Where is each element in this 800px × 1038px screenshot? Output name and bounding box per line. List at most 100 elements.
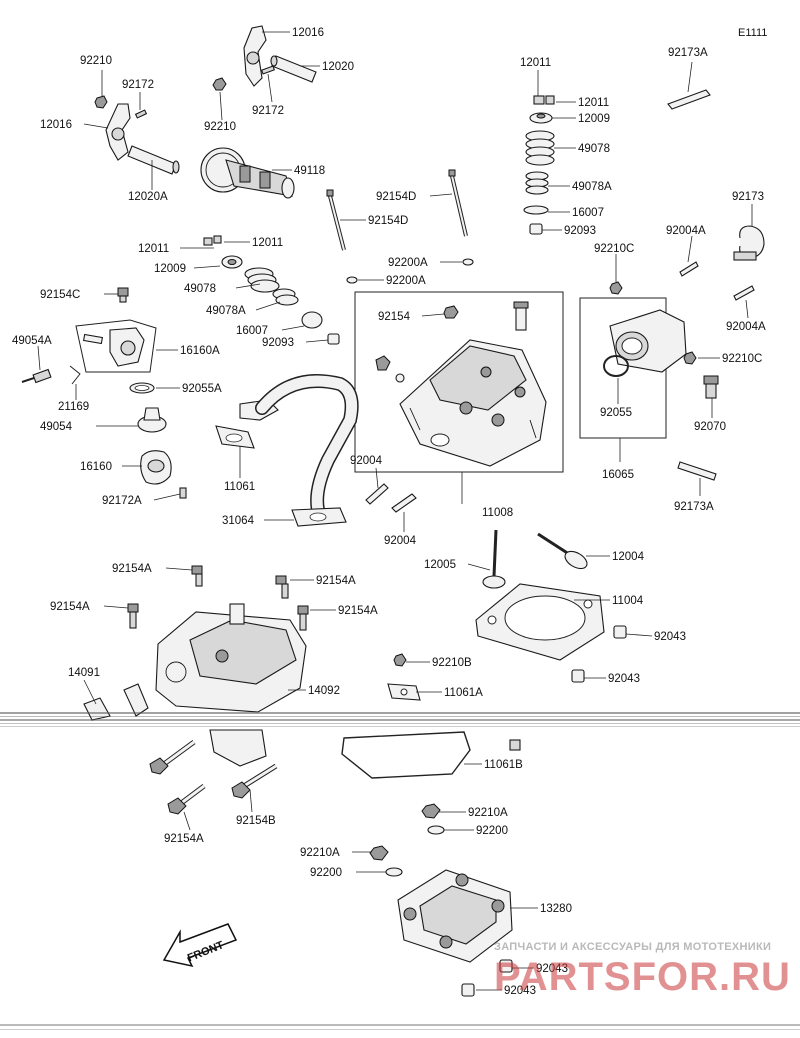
bolt-92154-box: [443, 305, 459, 319]
leader-lines: [37, 31, 753, 991]
label-92210-left: 92210: [80, 55, 112, 67]
label-11004: 11004: [612, 595, 644, 607]
watermark: ЗАПЧАСТИ И АКСЕССУАРЫ ДЛЯ МОТОТЕХНИКИ PA…: [494, 941, 791, 999]
scan-noise-bottom: [0, 1024, 800, 1030]
label-14092: 14092: [308, 685, 340, 697]
sensor-92070: [703, 375, 719, 399]
nut-92210-cam: [212, 77, 227, 91]
label-12011-top: 12011: [520, 57, 551, 69]
label-92043-b: 92043: [608, 673, 640, 685]
valve-spring-49078: [525, 130, 555, 166]
nut-92210C-b: [683, 351, 697, 365]
clip-21169: [69, 365, 81, 385]
label-16007-r: 16007: [572, 207, 604, 219]
nut-92210-left: [94, 95, 108, 109]
label-92210C-b: 92210C: [722, 353, 762, 365]
bolt-92154A-1: [191, 565, 203, 587]
valve-cotter-12011: [533, 95, 555, 105]
pin-92004A-a: [679, 261, 699, 277]
label-92200A-b: 92200A: [386, 275, 426, 287]
diagram-code: E1111: [738, 27, 767, 39]
label-49054: 49054: [40, 421, 73, 433]
label-12011-l2: 12011: [252, 237, 283, 249]
valve-spring-49078-left: [244, 267, 280, 293]
label-92043-d: 92043: [504, 985, 536, 997]
pin-92004A-b: [733, 285, 755, 301]
watermark-caption: ЗАПЧАСТИ И АКСЕССУАРЫ ДЛЯ МОТОТЕХНИКИ: [494, 941, 771, 953]
label-21169: 21169: [58, 401, 89, 413]
pin-92172A: [179, 487, 187, 499]
label-92154A-5: 92154A: [164, 833, 204, 845]
label-12020: 12020: [322, 61, 354, 73]
label-92200-a: 92200: [476, 825, 508, 837]
label-92055: 92055: [600, 407, 632, 419]
hose-clamp-92173: [733, 225, 765, 261]
label-16007-l: 16007: [236, 325, 268, 337]
spring-seat-16007: [523, 205, 549, 215]
label-92093-r: 92093: [564, 225, 596, 237]
label-92043-c: 92043: [536, 963, 568, 975]
rocker-holder-13280: [397, 869, 513, 963]
gasket-11061A: [387, 683, 421, 701]
label-92210B: 92210B: [432, 657, 472, 669]
washer-92200-b: [385, 867, 403, 877]
label-31064: 31064: [222, 515, 255, 527]
label-11061: 11061: [224, 481, 255, 493]
label-11061A: 11061A: [444, 687, 483, 699]
label-92154B: 92154B: [236, 815, 276, 827]
label-92210-cam: 92210: [204, 121, 236, 133]
label-16160: 16160: [80, 461, 112, 473]
valve-spring-49078A-left: [272, 288, 299, 306]
bolt-92154B-b: [231, 763, 278, 799]
gasket-11061B: [341, 731, 521, 779]
label-49078-l: 49078: [184, 283, 216, 295]
nut-92210B: [393, 653, 407, 667]
label-92200-b: 92200: [310, 867, 342, 879]
intake-pipe-31064: [239, 374, 359, 527]
head-cover-14092: [155, 603, 307, 713]
dowel-92043-a: [613, 625, 627, 639]
gasket-11061: [215, 425, 255, 449]
bolt-92154A-4: [297, 605, 309, 631]
label-12005: 12005: [424, 559, 456, 571]
label-92154A-4: 92154A: [338, 605, 378, 617]
dowel-92043-b: [571, 669, 585, 683]
label-11008: 11008: [482, 507, 513, 519]
strip-92173A-b: [677, 461, 717, 481]
label-92173: 92173: [732, 191, 764, 203]
stud-bolt-92154D-b: [448, 169, 468, 237]
label-92154D-a: 92154D: [376, 191, 416, 203]
camshaft-sprocket: [200, 147, 295, 199]
label-49078-r: 49078: [578, 143, 610, 155]
label-92070: 92070: [694, 421, 726, 433]
label-92154D-b: 92154D: [368, 215, 408, 227]
watermark-logo: PARTSFOR.RU: [494, 955, 791, 999]
label-11061B: 11061B: [484, 759, 523, 771]
label-16160A: 16160A: [180, 345, 220, 357]
valve-guide-box: [513, 301, 529, 331]
label-92154A-1: 92154A: [112, 563, 152, 575]
rocker-shaft-top: [270, 55, 317, 83]
rocker-shaft-left: [127, 145, 180, 175]
label-92154A-2: 92154A: [316, 575, 356, 587]
label-14091: 14091: [68, 667, 100, 679]
o-ring-92055A: [129, 382, 155, 394]
dowel-92043-d: [461, 983, 475, 997]
side-cover-14091: [83, 683, 149, 721]
pin-92004-a: [365, 483, 389, 505]
label-16065: 16065: [602, 469, 634, 481]
bolt-92154A-2: [275, 575, 289, 599]
label-92172A: 92172A: [102, 495, 142, 507]
label-92004A-b: 92004A: [726, 321, 766, 333]
label-13280: 13280: [540, 903, 572, 915]
label-92154-box: 92154: [378, 311, 411, 323]
label-92173A-top: 92173A: [668, 47, 708, 59]
bolt-92154A-3: [127, 603, 139, 629]
label-92210C-a: 92210C: [594, 243, 634, 255]
o-ring-92055: [603, 355, 629, 377]
thermostat-49054: [137, 407, 167, 433]
label-49078A-r: 49078A: [572, 181, 612, 193]
label-12020A: 12020A: [128, 191, 168, 203]
thermostat-group-box: [75, 319, 157, 373]
